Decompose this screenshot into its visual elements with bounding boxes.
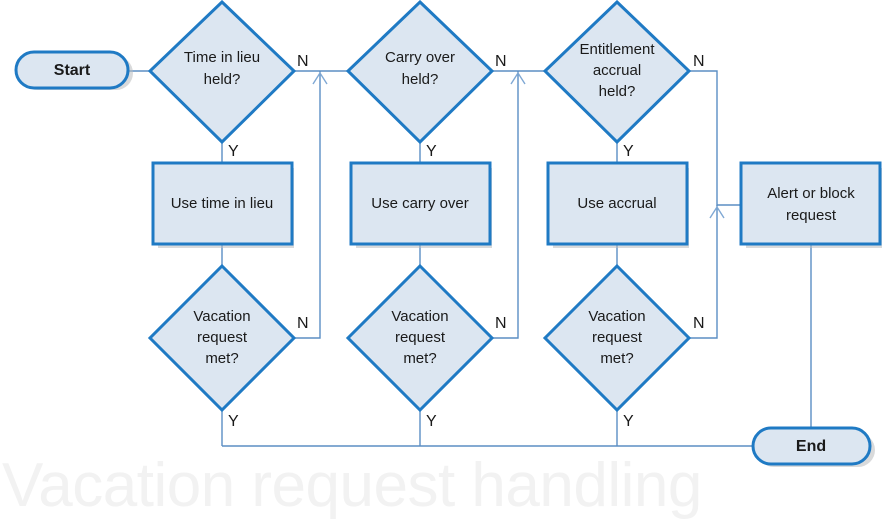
branch-label-met-3-no: N [693, 315, 705, 332]
branch-label-met-3-yes: Y [623, 413, 634, 430]
watermark-title: Vacation request handling [2, 451, 702, 520]
decision-entitlement-line3: held? [599, 83, 636, 100]
connectors [124, 70, 812, 447]
node-process-use-accrual[interactable]: Use accrual [546, 161, 689, 246]
node-decision-time-in-lieu[interactable]: Time in lieu held? [147, 0, 297, 145]
connector-met1-no [295, 71, 321, 339]
end-terminator-shape[interactable] [751, 426, 872, 466]
arrowhead-met1-no [312, 71, 328, 85]
branch-label-met-1-yes: Y [228, 413, 239, 430]
decision-entitlement-line2: accrual [593, 62, 641, 79]
decision-vacation-met-1-shape[interactable] [147, 263, 297, 413]
decision-entitlement-accrual-shape[interactable] [542, 0, 692, 145]
decision-met-3-line1: Vacation [588, 308, 645, 325]
branch-label-carry-over-yes: Y [426, 143, 437, 160]
connector-met2-no [492, 71, 519, 339]
branch-label-met-2-yes: Y [426, 413, 437, 430]
node-decision-vacation-met-1[interactable]: Vacation request met? [147, 263, 297, 413]
node-decision-carry-over[interactable]: Carry over held? [345, 0, 495, 145]
decision-entitlement-line1: Entitlement [579, 41, 655, 58]
process-use-carry-over-label: Use carry over [371, 195, 469, 212]
process-use-accrual-label: Use accrual [577, 195, 656, 212]
process-alert-or-block-shape[interactable] [739, 161, 882, 246]
process-use-carry-over-shape[interactable] [349, 161, 492, 246]
decision-met-3-line3: met? [600, 350, 633, 367]
process-use-time-in-lieu-label: Use time in lieu [171, 195, 274, 212]
node-process-use-time-in-lieu[interactable]: Use time in lieu [151, 161, 294, 246]
node-end[interactable]: End [751, 426, 872, 466]
branch-label-entitlement-no: N [693, 53, 705, 70]
start-label: Start [54, 62, 91, 79]
node-decision-vacation-met-2[interactable]: Vacation request met? [345, 263, 495, 413]
start-terminator-shape[interactable] [14, 50, 130, 90]
decision-carry-over-shape[interactable] [345, 0, 495, 145]
end-label: End [796, 438, 826, 455]
branch-label-met-1-no: N [297, 315, 309, 332]
process-alert-or-block-line1: Alert or block [767, 185, 855, 202]
branch-label-met-2-no: N [495, 315, 507, 332]
arrowhead-met3-no [709, 205, 725, 219]
process-use-time-in-lieu-shape[interactable] [151, 161, 294, 246]
node-decision-vacation-met-3[interactable]: Vacation request met? [542, 263, 692, 413]
branch-label-carry-over-no: N [495, 53, 507, 70]
decision-time-in-lieu-line2: held? [204, 71, 241, 88]
node-decision-entitlement-accrual[interactable]: Entitlement accrual held? [542, 0, 692, 145]
decision-time-in-lieu-shape[interactable] [147, 0, 297, 145]
decision-vacation-met-2-shape[interactable] [345, 263, 495, 413]
decision-met-2-line1: Vacation [391, 308, 448, 325]
connector-met3-no [690, 205, 718, 339]
decision-met-1-line2: request [197, 329, 248, 346]
branch-label-entitlement-yes: Y [623, 143, 634, 160]
decision-met-2-line3: met? [403, 350, 436, 367]
decision-carry-over-line2: held? [402, 71, 439, 88]
decision-met-2-line2: request [395, 329, 446, 346]
node-process-alert-or-block-request[interactable]: Alert or block request [739, 161, 882, 246]
decision-met-1-line1: Vacation [193, 308, 250, 325]
process-alert-or-block-line2: request [786, 207, 837, 224]
connector-decision3-no [690, 70, 740, 206]
decision-vacation-met-3-shape[interactable] [542, 263, 692, 413]
arrowhead-met2-no [510, 71, 526, 85]
branch-label-time-in-lieu-no: N [297, 53, 309, 70]
decision-time-in-lieu-line1: Time in lieu [184, 49, 260, 66]
shape-shadows [21, 56, 882, 467]
decision-met-3-line2: request [592, 329, 643, 346]
process-use-accrual-shape[interactable] [546, 161, 689, 246]
branch-label-time-in-lieu-yes: Y [228, 143, 239, 160]
node-process-use-carry-over[interactable]: Use carry over [349, 161, 492, 246]
decision-met-1-line3: met? [205, 350, 238, 367]
node-start[interactable]: Start [14, 50, 130, 90]
decision-carry-over-line1: Carry over [385, 49, 455, 66]
